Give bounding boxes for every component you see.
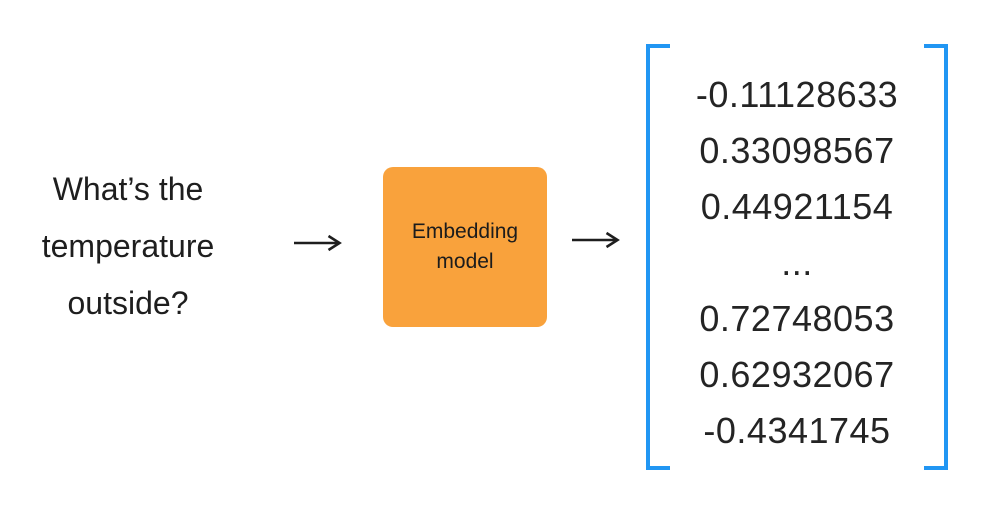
vector-value: 0.44921154 bbox=[700, 186, 894, 227]
vector-value: -0.4341745 bbox=[703, 410, 891, 451]
left-bracket bbox=[646, 44, 670, 470]
vector-value: -0.11128633 bbox=[695, 74, 899, 115]
embedding-vector: -0.11128633 0.33098567 0.44921154 ... 0.… bbox=[648, 67, 946, 459]
vector-value: 0.33098567 bbox=[699, 130, 895, 171]
vector-ellipsis: ... bbox=[781, 242, 813, 283]
embedding-model-box: Embedding model bbox=[383, 167, 547, 327]
arrow-right-icon bbox=[294, 234, 342, 252]
vector-value: 0.62932067 bbox=[699, 354, 895, 395]
right-bracket bbox=[924, 44, 948, 470]
input-query-text: What’s the temperature outside? bbox=[41, 171, 215, 321]
vector-value: 0.72748053 bbox=[699, 298, 895, 339]
embedding-model-label: Embedding model bbox=[411, 220, 519, 273]
arrow-right-icon bbox=[572, 231, 620, 249]
